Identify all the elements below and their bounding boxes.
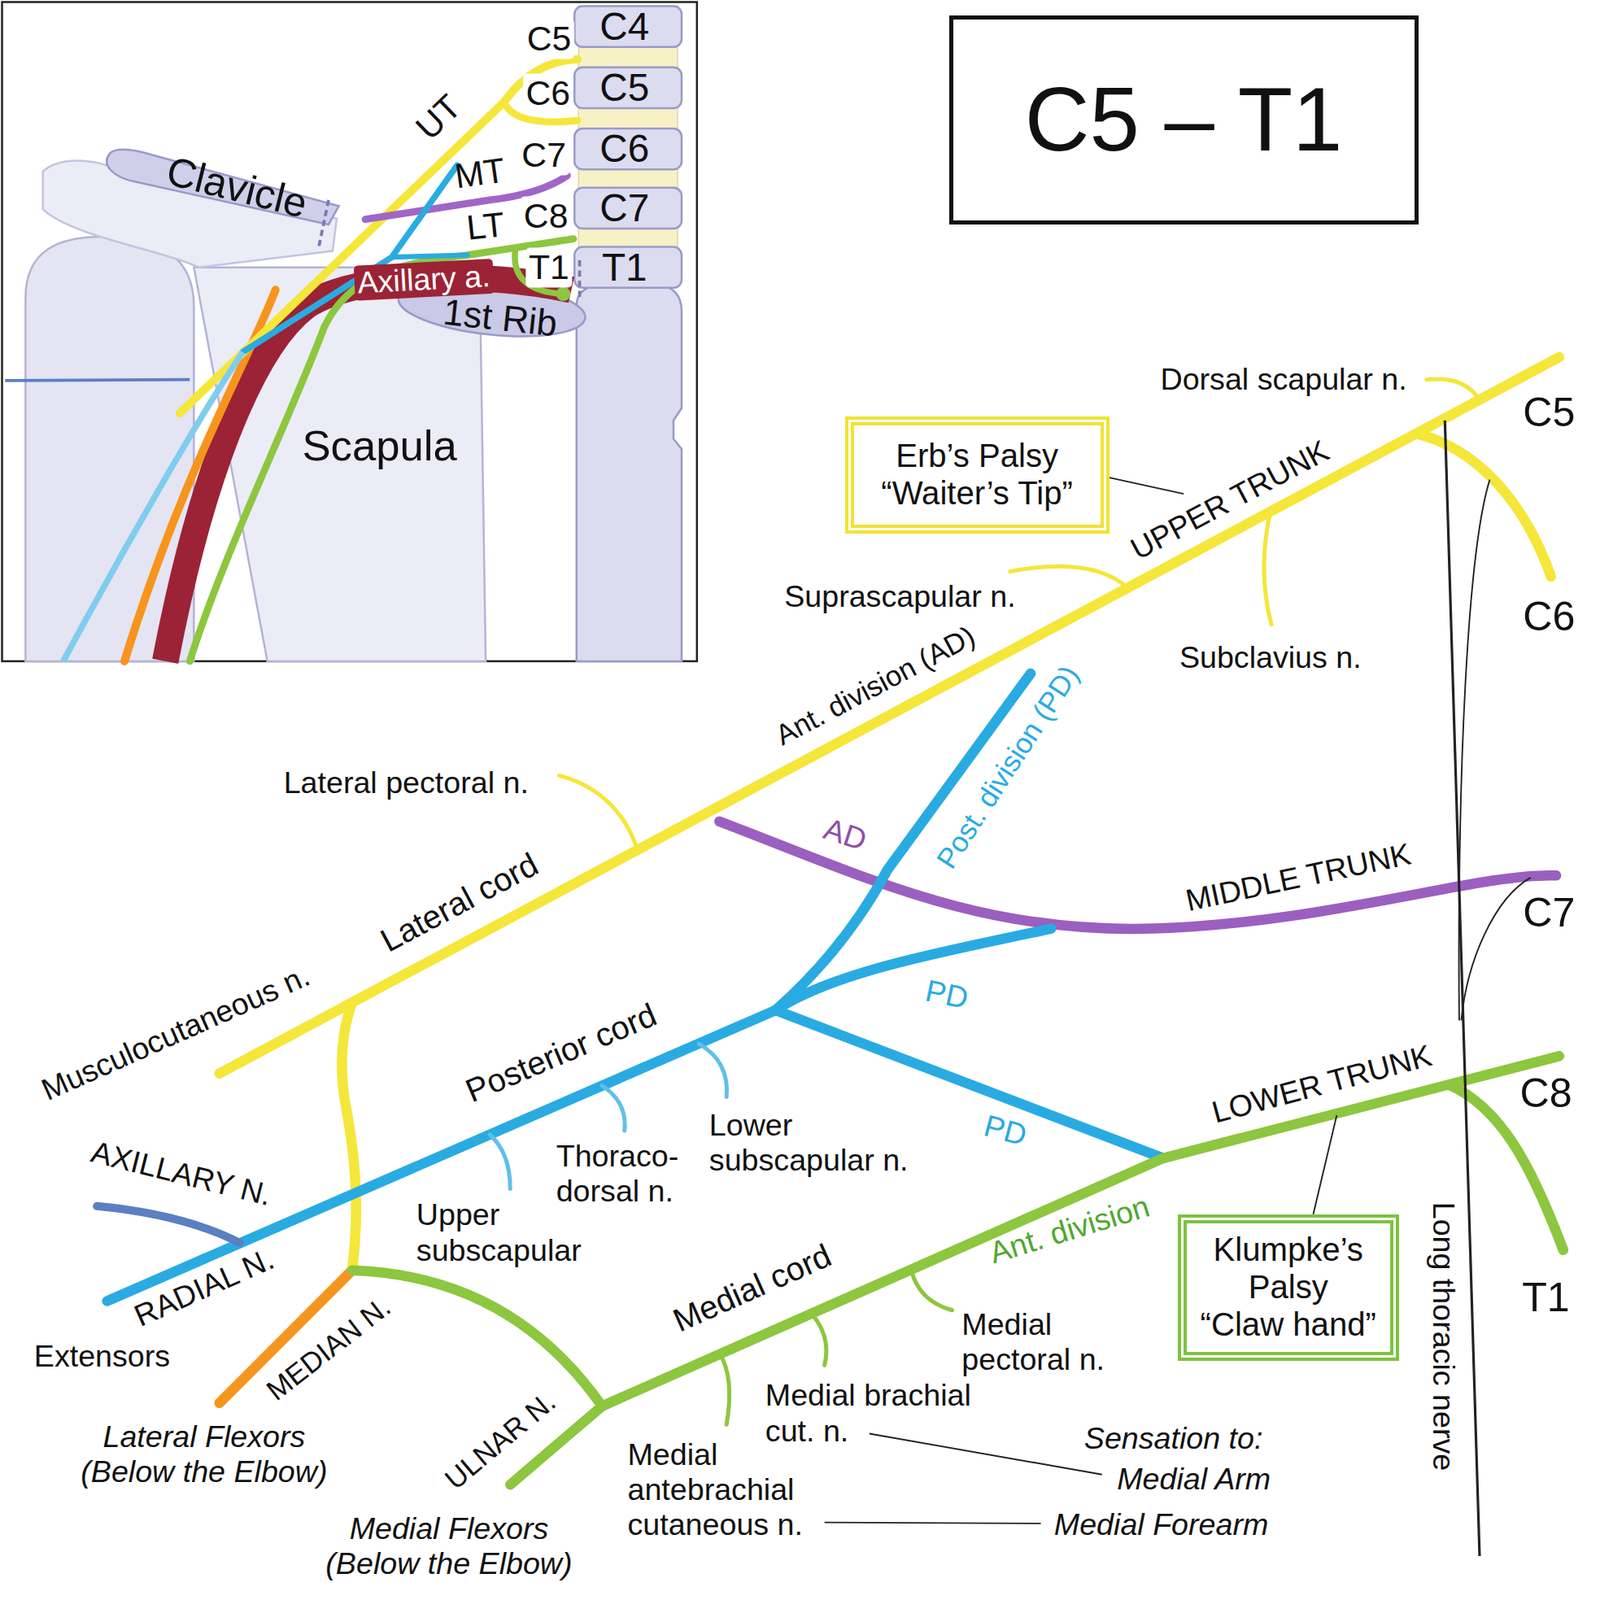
callout-subtitle: “Waiter’s Tip” [880,475,1073,513]
upper-trunk-lateral-cord [219,357,1560,1074]
root-label: C6 [1522,593,1575,641]
nerve-label: RADIAL N. [129,1241,280,1335]
division-label: PD [922,972,972,1016]
vertebral-column [576,285,682,662]
medial-antebrachial-branch [719,1352,729,1425]
nerve-label: MEDIAN N. [260,1290,397,1409]
suprascapular-branch [1010,566,1128,588]
nerve-label: Subclavius n. [1179,640,1362,676]
nerve-label: Lower subscapular n. [709,1107,945,1179]
function-note: Medial Flexors (Below the Elbow) [311,1510,588,1582]
callout-heading: Erb’s Palsy [895,437,1059,476]
leader-line [1109,477,1185,494]
root-label: C5 [1522,389,1575,437]
trunk-label: UPPER TRUNK [1124,432,1335,567]
title-text: C5 – T1 [1024,68,1343,172]
bone-label: Clavicle [161,148,312,228]
bone-label: 1st Rib [440,291,559,345]
function-note: Extensors [34,1339,171,1375]
nerve-label: AXILLARY N. [87,1133,275,1213]
sensation-note: Sensation to: [1084,1421,1264,1457]
trunk-label: MIDDLE TRUNK [1181,836,1413,919]
root-label: C7 [518,135,570,175]
trunk-abbreviation: LT [464,204,506,249]
division-label: PD [980,1107,1031,1153]
nerve-label: Lateral pectoral n. [283,766,529,802]
subclavius-branch [1264,510,1272,624]
nerve-label: Suprascapular n. [784,579,1016,615]
lower-subscapular-branch [698,1043,727,1097]
upper-subscapular-branch [489,1134,511,1189]
root-label: C8 [520,196,572,236]
lateral-root-median [341,1002,357,1271]
root-label: C5 [523,18,575,59]
callout-box: Klumpke’s Palsy“Claw hand” [1177,1214,1400,1362]
division-label: Ant. division [985,1188,1154,1271]
medial-root-median [352,1270,602,1407]
leader-line [869,1434,1103,1475]
thoracodorsal-branch [601,1085,625,1131]
division-label: Ant. division (AD) [770,619,981,753]
vertebra-label: C6 [599,126,650,172]
t1-root-dot [556,287,572,302]
root-label: C7 [1522,889,1575,938]
axillary-nerve [96,1206,240,1243]
long-thoracic-root [1460,877,1531,1021]
division-label: Post. division (PD) [930,659,1086,875]
posterior-division [775,928,1051,1011]
dorsal-scapular-branch [1426,379,1480,401]
nerve-label: ULNAR N. [438,1385,562,1496]
bone-label: Scapula [301,421,457,471]
root-label: T1 [1521,1274,1570,1322]
cord-label: Lateral cord [374,845,545,960]
cord-label: Posterior cord [460,996,663,1111]
trunk-abbreviation: UT [408,87,470,149]
axillary-nerve [4,379,190,381]
nerve-label: Medial antebrachial cutaneous n. [627,1437,821,1544]
trunk-label: LOWER TRUNK [1207,1038,1435,1132]
root-label: T1 [525,247,572,288]
axillary-artery [165,277,572,662]
posterior-cord [107,1010,777,1302]
lower-trunk [189,239,574,662]
vertebra-label: C4 [599,4,650,49]
nerve-label: Dorsal scapular n. [1159,361,1407,397]
leader-line [824,1522,1042,1524]
vertebra-label: C5 [599,65,650,110]
clavicle-cut [318,200,329,249]
radial-nerve [63,352,244,662]
callout-subtitle: “Claw hand” [1200,1306,1377,1344]
vertebra-label: C7 [599,186,650,232]
medial-pectoral-branch [911,1269,952,1311]
nerve-label: Thoraco- dorsal n. [556,1137,710,1209]
lateral-pectoral-branch [558,775,638,851]
leader-line [1312,1115,1337,1215]
nerve-label: Medial brachial cut. n. [765,1377,990,1449]
nerve-label: Medial pectoral n. [961,1306,1141,1378]
division-label: AD [819,810,871,858]
inset-frame [2,2,698,662]
root-label: C6 [523,74,574,114]
lower-trunk-medial-cord [510,1055,1560,1485]
nerve-label: Upper subscapular [416,1197,621,1269]
rib-cut [578,260,582,298]
callout-box: Erb’s Palsy“Waiter’s Tip” [845,416,1110,534]
nerve-label: Musculocutaneous n. [36,957,315,1108]
title-box: C5 – T1 [949,15,1419,225]
vertebra-label: T1 [601,244,648,290]
root-label: C8 [1519,1070,1572,1118]
nerve-label: Long thoracic nerve [1425,1202,1461,1471]
callout-heading: Klumpke’s Palsy [1196,1231,1381,1307]
posterior-division [392,255,468,258]
trunk-abbreviation: MT [452,150,508,197]
cord-label: Medial cord [667,1237,837,1341]
posterior-division [775,1010,1164,1159]
sensation-note: Medial Forearm [1054,1508,1269,1544]
medial-brachial-branch [810,1312,827,1365]
long-thoracic-root [1459,479,1491,1021]
function-note: Lateral Flexors (Below the Elbow) [66,1418,343,1490]
sensation-note: Medial Arm [1116,1461,1271,1497]
